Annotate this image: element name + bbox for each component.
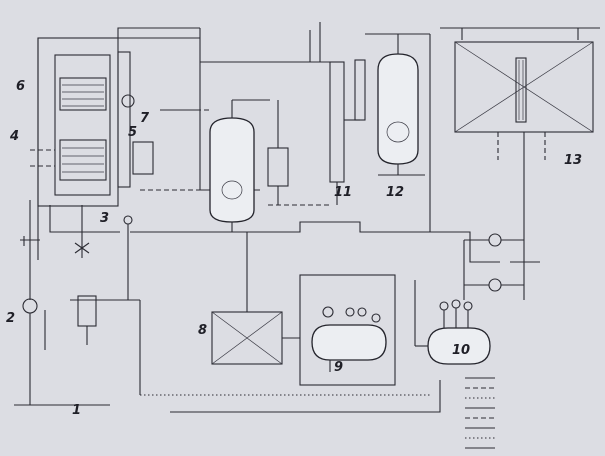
left-riser bbox=[14, 200, 110, 406]
storage-tank-13 bbox=[440, 27, 600, 225]
callout-10: 10 bbox=[452, 343, 470, 358]
hot-water-tank-9 bbox=[299, 274, 396, 386]
callout-7: 7 bbox=[140, 111, 150, 126]
upper-coil bbox=[59, 77, 107, 111]
salt-tank bbox=[267, 100, 330, 206]
boiler-casing bbox=[54, 54, 111, 196]
hardness-filter bbox=[209, 99, 270, 232]
callout-13: 13 bbox=[564, 153, 582, 168]
callout-8: 8 bbox=[198, 323, 207, 338]
deaerator-12 bbox=[365, 33, 431, 232]
callout-1: 1 bbox=[72, 403, 81, 418]
callout-5: 5 bbox=[128, 125, 137, 140]
heat-exchanger-8 bbox=[211, 232, 300, 365]
flue-channel bbox=[117, 51, 131, 188]
callout-2: 2 bbox=[6, 311, 15, 326]
circulation-pump bbox=[121, 94, 135, 108]
pump-set bbox=[430, 225, 540, 300]
valve-3 bbox=[70, 215, 141, 395]
lower-coil bbox=[59, 139, 107, 181]
uv-unit-11 bbox=[309, 22, 366, 205]
callout-9: 9 bbox=[334, 360, 343, 375]
callout-4: 4 bbox=[9, 129, 19, 144]
callout-6: 6 bbox=[16, 79, 25, 94]
boiler-10 bbox=[414, 280, 491, 365]
control-box bbox=[132, 141, 154, 175]
callout-3: 3 bbox=[100, 211, 109, 226]
legend-lines bbox=[465, 377, 495, 449]
callout-11: 11 bbox=[334, 185, 352, 200]
callout-12: 12 bbox=[386, 185, 404, 200]
